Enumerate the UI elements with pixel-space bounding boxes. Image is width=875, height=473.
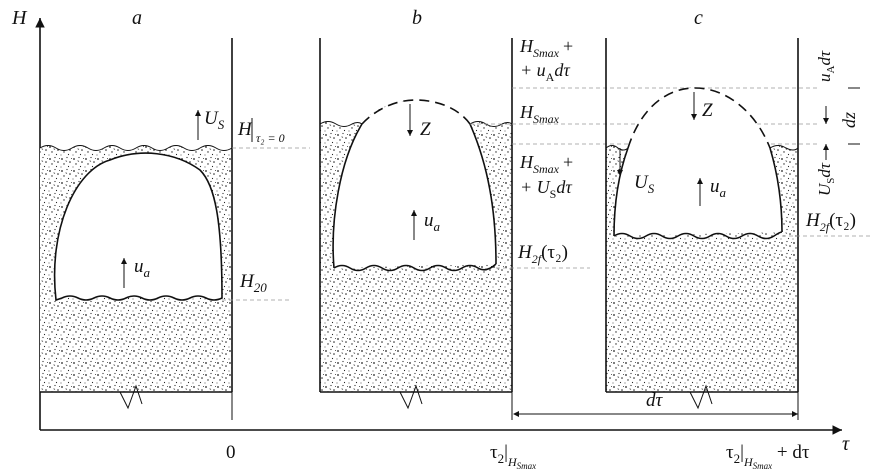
label-uA-dtau-vertical: uAdτ — [815, 50, 837, 82]
label-H2f-b: H2f(τ₂) — [517, 242, 568, 266]
x-axis-label: τ — [842, 433, 850, 455]
svg-text:τ₂ = 0: τ₂ = 0 — [256, 131, 285, 145]
panel-a: a ua US H τ₂ = 0 H20 0 — [39, 7, 310, 463]
panel-b-title: b — [412, 7, 422, 29]
panel-a-title: a — [132, 7, 142, 29]
panel-a-ua: ua — [134, 256, 151, 280]
label-H2f-c: H2f(τ₂) — [805, 210, 856, 234]
panel-a-bubble — [53, 152, 223, 302]
dtau-label: dτ — [646, 390, 664, 411]
label-HSmax: HSmax — [519, 102, 560, 126]
label-HSmax-plus-US: HSmax+ — [519, 152, 573, 176]
label-dz: dz — [839, 112, 859, 128]
panel-b: b Z ua — [319, 7, 513, 420]
label-H-tau2-0: H — [237, 119, 253, 140]
panel-c-tick: τ2|HSmax + dτ — [726, 442, 810, 471]
panel-c-bubble — [614, 88, 782, 236]
svg-text:+ USdτ: + USdτ — [520, 177, 572, 201]
panel-b-Z: Z — [420, 119, 431, 140]
panel-c-Z: Z — [702, 100, 713, 121]
panel-b-tick: τ2|HSmax — [490, 442, 536, 471]
panel-b-ua: ua — [424, 210, 441, 234]
panel-c-us: US — [634, 172, 655, 196]
panel-c-ua: ua — [710, 176, 727, 200]
label-US-dtau-vertical: USdτ — [815, 162, 837, 196]
label-HSmax-plus-uA: HSmax+ — [519, 36, 573, 60]
panel-a-tick: 0 — [226, 442, 236, 463]
y-axis-label: H — [11, 7, 28, 29]
panel-b-bubble — [332, 100, 496, 268]
label-H20: H20 — [239, 271, 267, 295]
svg-text:+ uAdτ: + uAdτ — [520, 60, 570, 84]
panel-c: c Z US ua H2f(τ₂) uAdτ USdτ dz τ2|HSma — [605, 7, 870, 471]
panel-a-us: US — [204, 108, 225, 132]
panel-c-title: c — [694, 7, 703, 29]
